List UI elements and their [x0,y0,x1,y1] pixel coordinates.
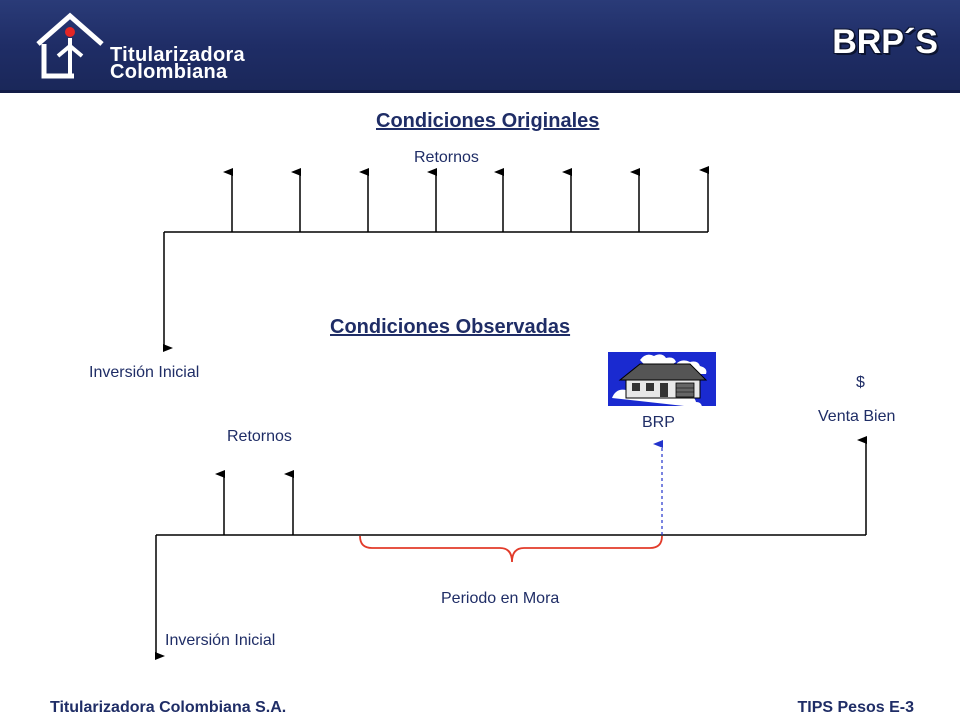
dollar-label: $ [856,374,865,391]
header-divider [0,90,960,93]
original-returns-label: Retornos [414,149,479,166]
footer-reference: TIPS Pesos E-3 [797,699,915,716]
mora-period-label: Periodo en Mora [441,590,560,607]
observed-returns-label: Retornos [227,428,292,445]
header-bar [0,0,960,92]
company-name-line2: Colombiana [110,61,228,83]
original-conditions-title: Condiciones Originales [376,110,600,132]
observed-investment-label: Inversión Inicial [165,632,276,649]
brp-house-image [608,352,716,408]
company-name-line1: Titularizadora [110,44,245,66]
original-cash-flow [163,166,709,352]
header-title: BRP´S [832,23,938,61]
observed-cash-flow [155,436,867,660]
brp-label: BRP [642,414,675,431]
mora-brace [359,535,663,563]
house-logo-icon [36,12,104,79]
observed-conditions-title: Condiciones Observadas [330,316,571,338]
sale-label: Venta Bien [818,408,896,425]
original-investment-label: Inversión Inicial [89,364,200,381]
footer-company: Titularizadora Colombiana S.A. [50,699,287,716]
